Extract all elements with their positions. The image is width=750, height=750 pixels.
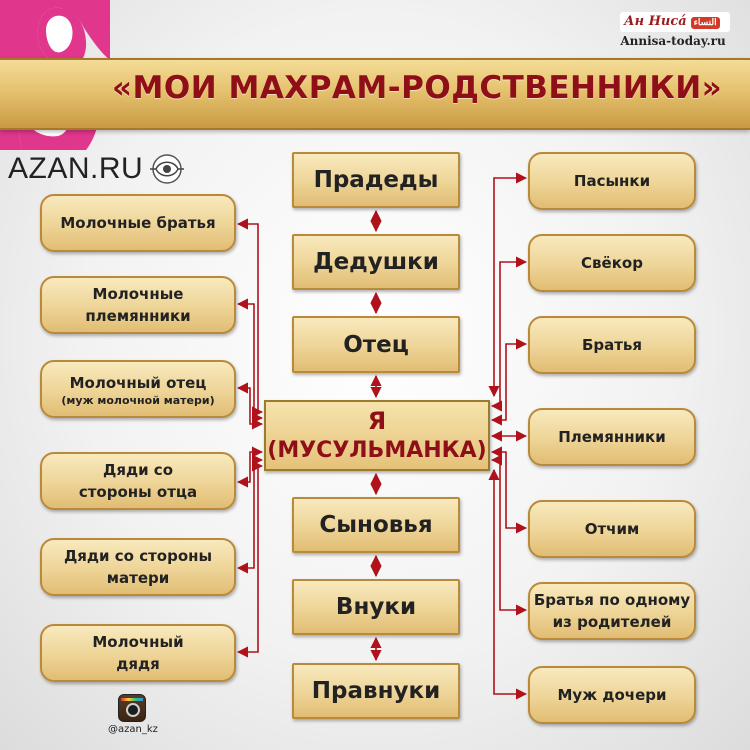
right-box-svekor: Свёкор xyxy=(528,234,696,292)
center-box-pradedy: Прадеды xyxy=(292,152,460,208)
title-banner: «МОИ МАХРАМ-РОДСТВЕННИКИ» xyxy=(0,58,750,130)
right-box-pasynki: Пасынки xyxy=(528,152,696,210)
me-line2: (МУСУЛЬМАНКА) xyxy=(267,437,487,463)
instagram-stripe xyxy=(121,698,143,701)
center-box-label: Сыновья xyxy=(319,512,433,538)
instagram-icon xyxy=(118,694,146,722)
center-box-label: Отец xyxy=(343,331,409,358)
center-box-label: Прадеды xyxy=(313,167,439,193)
left-box-line1: Дяди со стороны xyxy=(63,547,213,565)
left-box-line2: дядя xyxy=(116,655,160,673)
annisa-brand-text: Ан Нисá xyxy=(624,14,687,29)
center-box-synovya: Сыновья xyxy=(292,497,460,553)
right-box-bratya: Братья xyxy=(528,316,696,374)
center-box-dedushki: Дедушки xyxy=(292,234,460,290)
right-box-bratya-po-odnomu: Братья по одному из родителей xyxy=(528,582,696,640)
right-box-plemyanniki: Племянники xyxy=(528,408,696,466)
instagram-handle: @azan_kz xyxy=(108,724,158,735)
right-box-line2: из родителей xyxy=(552,613,672,631)
page-title: «МОИ МАХРАМ-РОДСТВЕННИКИ» xyxy=(112,70,723,106)
center-box-label: Дедушки xyxy=(313,249,439,275)
annisa-badge: النساء xyxy=(690,17,720,29)
center-box-label: Правнуки xyxy=(311,678,441,704)
azan-logo: AZAN.RU xyxy=(0,150,190,190)
left-box-molochnye-bratya: Молочные братья xyxy=(40,194,236,252)
right-box-label: Племянники xyxy=(558,428,666,446)
right-box-otchim: Отчим xyxy=(528,500,696,558)
right-box-line1: Братья по одному xyxy=(533,591,691,609)
left-box-line2: стороны отца xyxy=(78,483,198,501)
center-box-vnuki: Внуки xyxy=(292,579,460,635)
right-box-label: Муж дочери xyxy=(557,686,667,704)
center-box-otets: Отец xyxy=(292,316,460,373)
left-box-line1: Молочные xyxy=(92,285,184,303)
left-box-line1: Дяди со xyxy=(102,461,174,479)
instagram-lens xyxy=(126,703,140,717)
left-box-label: Молочные братья xyxy=(60,214,216,232)
right-box-label: Пасынки xyxy=(573,172,651,190)
right-box-label: Отчим xyxy=(584,520,640,538)
left-box-line1: Молочный отец xyxy=(69,373,207,392)
right-box-muzh-docheri: Муж дочери xyxy=(528,666,696,724)
left-box-line2: племянники xyxy=(85,307,191,325)
azan-logo-text: AZAN.RU xyxy=(8,152,144,185)
me-box: Я (МУСУЛЬМАНКА) xyxy=(264,400,490,471)
annisa-site: Annisa-today.ru xyxy=(620,34,726,48)
right-box-label: Свёкор xyxy=(581,254,643,272)
right-box-label: Братья xyxy=(581,336,643,354)
left-box-note: (муж молочной матери) xyxy=(61,393,215,407)
left-box-line1: Молочный xyxy=(92,633,184,651)
me-line1: Я xyxy=(367,406,387,435)
left-box-molochny-otets: Молочный отец (муж молочной матери) xyxy=(40,360,236,418)
left-box-line2: матери xyxy=(106,569,170,587)
left-box-dyadi-mat: Дяди со стороны матери xyxy=(40,538,236,596)
center-box-label: Внуки xyxy=(335,594,417,620)
ornament-icon xyxy=(150,154,184,184)
left-box-molochny-dyadya: Молочный дядя xyxy=(40,624,236,682)
left-box-molochnye-plemyanniki: Молочные племянники xyxy=(40,276,236,334)
center-box-pravnuki: Правнуки xyxy=(292,663,460,719)
left-box-dyadi-otets: Дяди со стороны отца xyxy=(40,452,236,510)
